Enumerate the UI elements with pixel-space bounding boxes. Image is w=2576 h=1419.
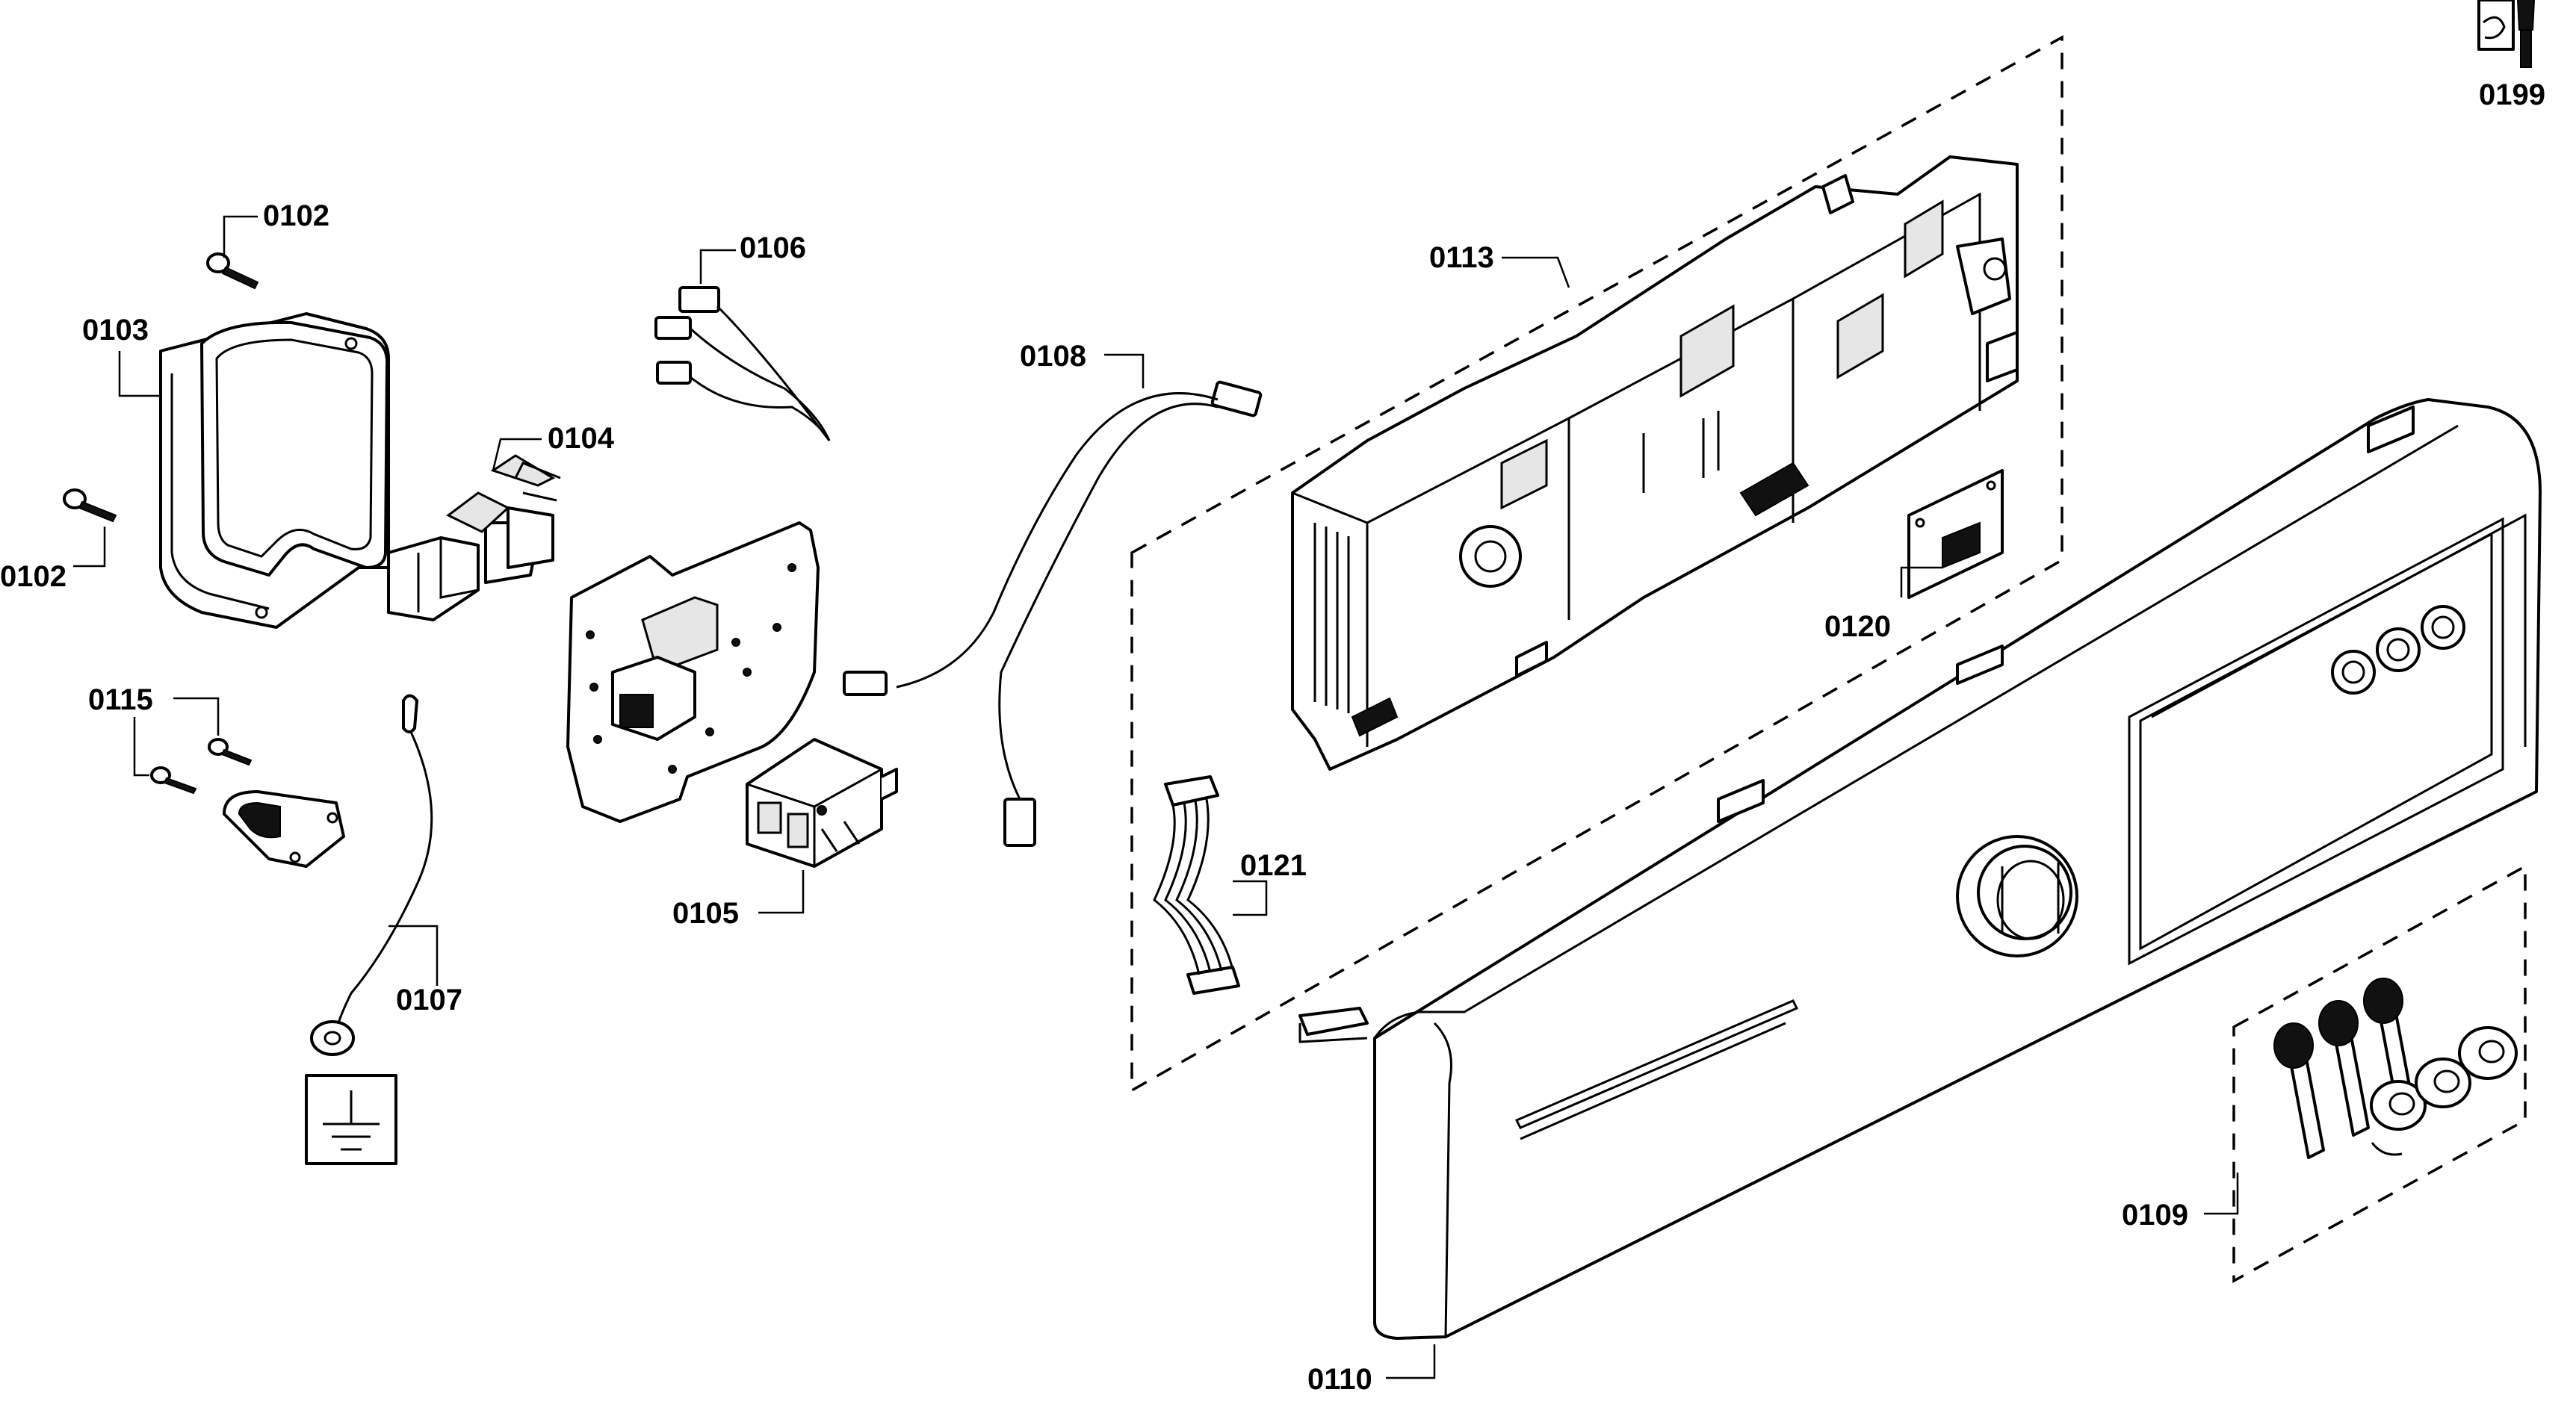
- circuit-board-0120: [1907, 469, 2004, 599]
- label-0121: 0121: [1240, 849, 1307, 882]
- cable-clamp-0115: [150, 738, 345, 868]
- ground-symbol-icon: [305, 1074, 397, 1165]
- control-panel-fascia-0110: [1298, 398, 2542, 1340]
- label-0108: 0108: [1020, 340, 1086, 373]
- label-0199: 0199: [2479, 78, 2545, 111]
- label-0105: 0105: [672, 897, 739, 930]
- label-0109: 0109: [2122, 1199, 2188, 1232]
- push-buttons-0109: [2273, 978, 2518, 1159]
- label-0107: 0107: [396, 984, 462, 1016]
- wire-harness-0108: [843, 380, 1263, 847]
- label-0113: 0113: [1429, 241, 1494, 274]
- label-0115: 0115: [88, 683, 153, 716]
- screw-0102-top: [206, 252, 259, 290]
- label-0103: 0103: [82, 314, 149, 347]
- ribbon-harness-0121: [1153, 775, 1240, 995]
- buttons-group-outline: [2232, 864, 2527, 1283]
- mounting-plate: [566, 521, 820, 823]
- filter-cover-0103: [159, 312, 390, 629]
- label-0110: 0110: [1307, 1363, 1372, 1396]
- label-0102-top: 0102: [263, 199, 329, 232]
- service-tool-icon: [2477, 0, 2535, 68]
- wire-harness-0106: [654, 286, 831, 441]
- label-0102-side: 0102: [0, 560, 66, 593]
- terminal-block-0104: [387, 454, 561, 621]
- control-module-0113: [1291, 155, 2019, 771]
- relay-0105: [746, 738, 898, 868]
- screw-0102-side: [63, 488, 117, 523]
- label-0106: 0106: [740, 232, 806, 264]
- label-0120: 0120: [1824, 610, 1891, 643]
- earth-lead-0107: [310, 694, 433, 1056]
- label-0104: 0104: [548, 422, 615, 455]
